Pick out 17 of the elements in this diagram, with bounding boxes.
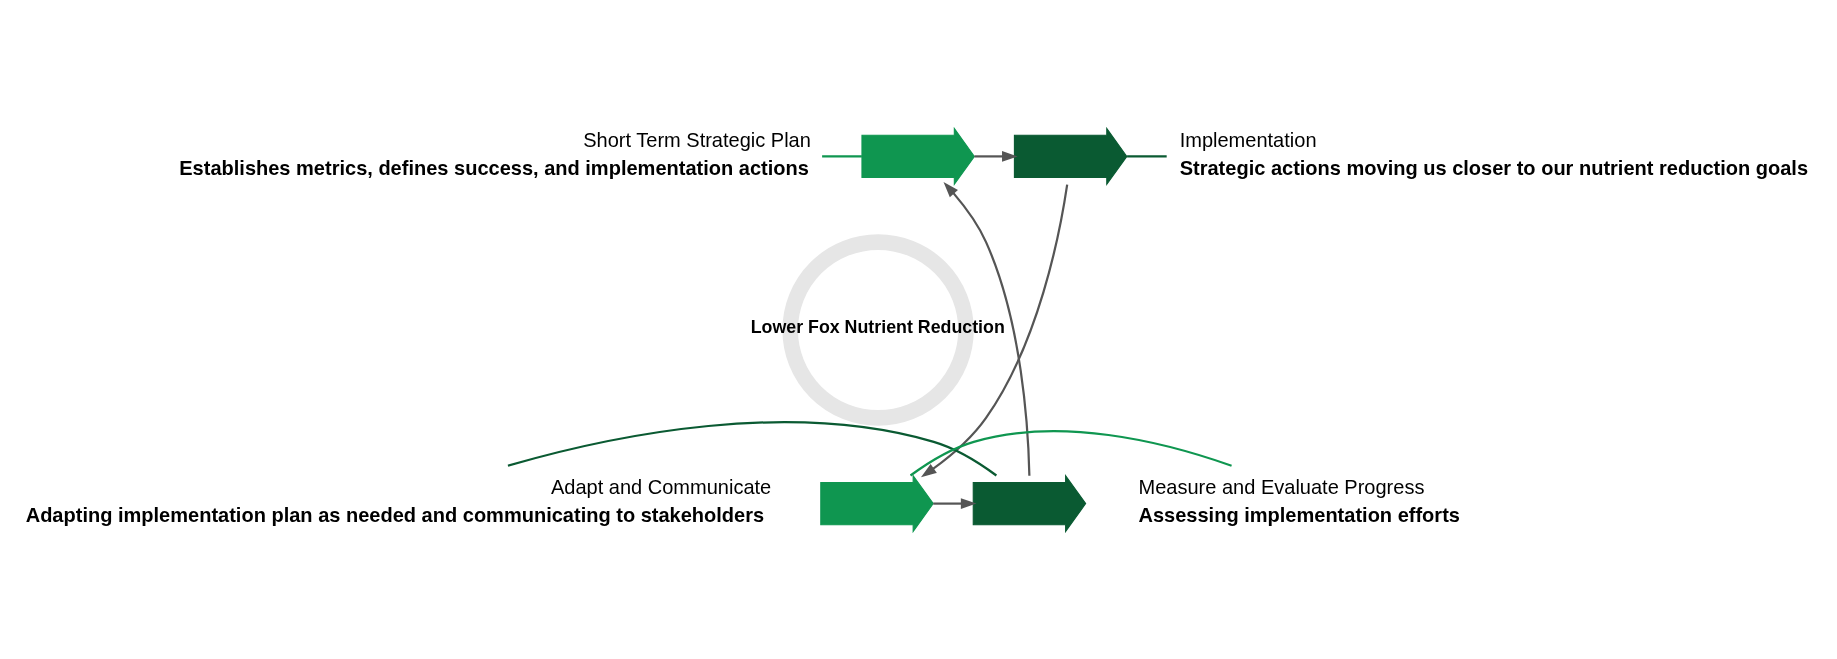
node-text: Adapt and Communicate Adapting implementation plan as needed and communicating to stakeholders bbox=[25, 475, 771, 526]
connector bbox=[909, 429, 1232, 476]
arrow bbox=[932, 497, 976, 509]
connector bbox=[1126, 154, 1167, 157]
connector bbox=[821, 154, 862, 157]
node-text: Short Term Strategic Plan Establishes metrics, defines success, and implementation actions bbox=[178, 128, 811, 179]
arrow bbox=[920, 183, 1068, 477]
arrow bbox=[943, 181, 1030, 476]
node-label: Lower Fox Nutrient Reduction bbox=[750, 316, 1005, 337]
node-arrow bbox=[1013, 126, 1127, 186]
node-arrow bbox=[819, 473, 934, 533]
arrow bbox=[973, 150, 1018, 162]
node-text: Measure and Evaluate Progress Assessing implementation efforts bbox=[1138, 475, 1460, 526]
node-text: Implementation Strategic actions moving us closer to our nutrient reduction goals bbox=[1179, 128, 1808, 179]
node-arrow bbox=[972, 473, 1086, 533]
node-arrow bbox=[860, 126, 975, 186]
connector bbox=[507, 420, 997, 476]
